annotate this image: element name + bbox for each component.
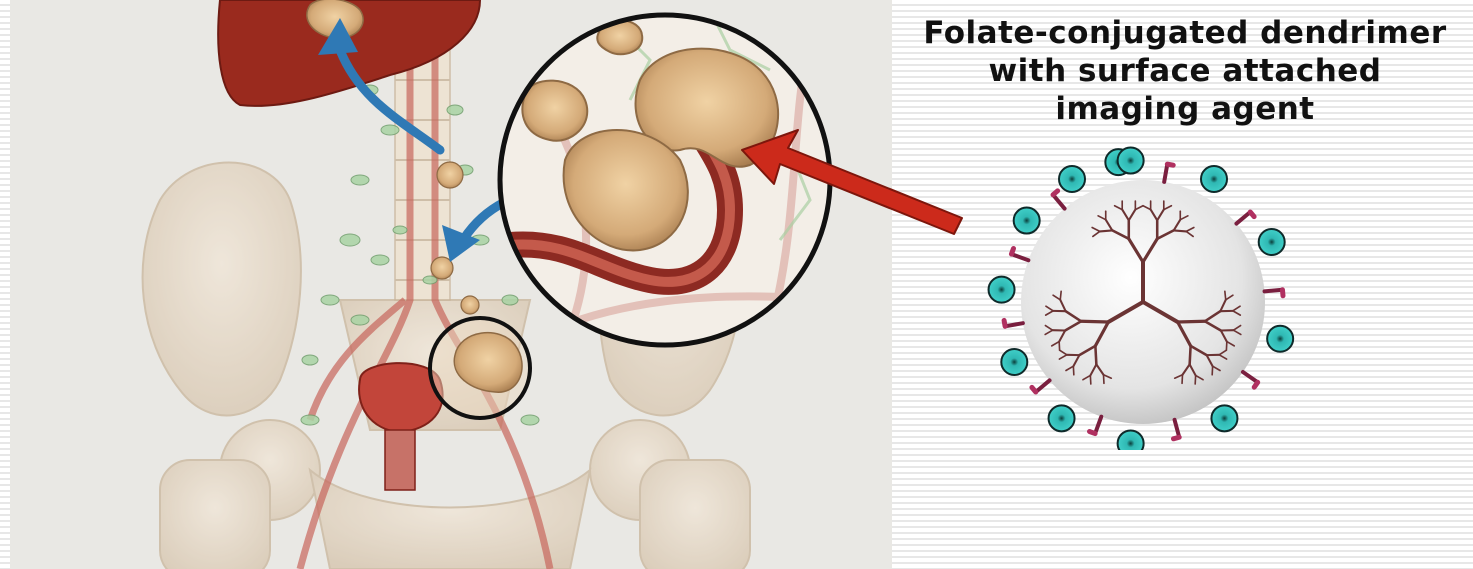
imaging-agent-icon: [989, 277, 1015, 303]
dendrimer-branch: [1100, 230, 1113, 231]
title-line-3: imaging agent: [905, 90, 1465, 128]
dendrimer-branch: [1178, 321, 1205, 322]
folate-ligand-icon: [1011, 248, 1028, 260]
folate-ligand-icon: [1004, 320, 1023, 326]
primary-tumor-circle: [430, 318, 530, 418]
dendrimer-branch: [1174, 230, 1187, 231]
imaging-agent-icon: [1118, 430, 1144, 450]
imaging-agent-icon: [1211, 405, 1237, 431]
folate-ligand-icon: [1164, 164, 1173, 182]
imaging-agent-icon: [1001, 349, 1027, 375]
dendrimer-branch: [1225, 291, 1226, 300]
imaging-agent-icon: [1259, 229, 1285, 255]
pointer-arrow: [740, 130, 970, 250]
title-line-2: with surface attached: [905, 52, 1465, 90]
title-line-1: Folate-conjugated dendrimer: [905, 14, 1465, 52]
imaging-agent-icon: [1267, 326, 1293, 352]
dendrimer-diagram: [975, 140, 1315, 450]
folate-ligand-icon: [1265, 290, 1283, 296]
imaging-agent-icon: [1049, 405, 1075, 431]
folate-ligand-icon: [1089, 417, 1101, 434]
dendrimer-branch: [1060, 291, 1061, 300]
imaging-agent-icon: [1118, 148, 1144, 174]
dendrimer-branch: [1095, 346, 1096, 364]
folate-ligand-icon: [1236, 212, 1254, 224]
dendrimer-branch: [1081, 321, 1108, 322]
folate-ligand-icon: [1032, 380, 1050, 392]
imaging-agent-icon: [1201, 166, 1227, 192]
folate-ligand-icon: [1243, 372, 1258, 387]
diagram-title: Folate-conjugated dendrimer with surface…: [905, 14, 1465, 128]
dendrimer-branch: [1190, 346, 1191, 364]
folate-ligand-icon: [1053, 191, 1065, 209]
imaging-agent-icon: [1014, 208, 1040, 234]
folate-ligand-icon: [1173, 420, 1179, 439]
imaging-agent-icon: [1059, 166, 1085, 192]
anatomy-illustration: [10, 0, 892, 569]
